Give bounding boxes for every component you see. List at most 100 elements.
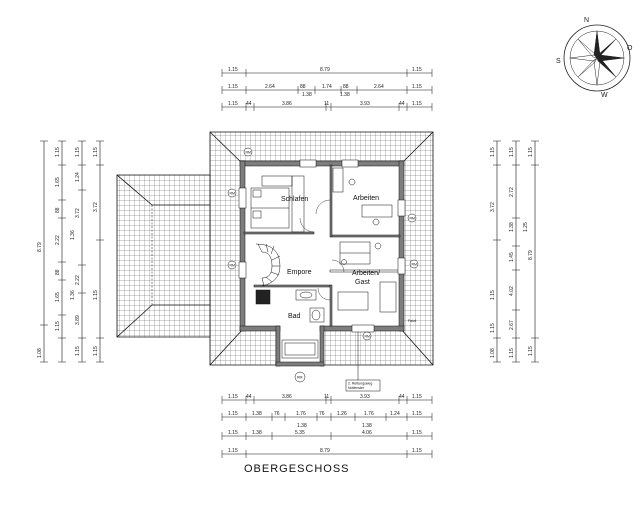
room-label-arbeiten: Arbeiten: [353, 195, 379, 202]
dimension-chains-top: [221, 69, 433, 111]
dim-bottom-r3-5: 1.15: [412, 430, 422, 436]
dim-left-c3-7: 3.89: [75, 315, 81, 325]
dim-bottom-r2-5: 76: [319, 411, 325, 417]
desk-gast: [337, 241, 397, 313]
dimension-chains-right: [493, 140, 539, 363]
dim-bottom-r1-4: 11: [324, 394, 329, 400]
room-label-arbeiten-gast-1: Arbeiten/: [352, 270, 380, 277]
dim-right-c1-1: 1.15: [490, 147, 496, 157]
escape-note: [345, 332, 381, 392]
dim-top-r2-sub-2: 1.38: [340, 92, 350, 98]
dimension-chains-left: [40, 140, 104, 363]
room-label-arbeiten-gast-2: Gast: [355, 279, 370, 286]
dim-left-c2-8: 1.08: [37, 348, 43, 358]
dim-bottom-r4-2: 8.79: [320, 448, 330, 454]
rm-label-5: RM: [412, 263, 418, 267]
dim-bottom-r1-5: 3.93: [360, 394, 370, 400]
dim-bottom-r3-1: 1.15: [228, 430, 238, 436]
escape-note-line-1: 2. Rettungsweg: [348, 382, 372, 386]
dim-top-r3-5: 3.93: [360, 101, 370, 107]
dim-bottom-r1-2: 44: [246, 394, 252, 400]
dim-right-c1-2: 3.72: [490, 202, 496, 212]
compass-n-label: N: [584, 17, 589, 24]
dim-top-r3-2: 44: [246, 101, 252, 107]
dim-top-r2-4: 1.74: [322, 84, 332, 90]
openings: [238, 159, 406, 333]
drawing-title: OBERGESCHOSS: [244, 463, 350, 475]
dim-bottom-r2-4: 1.76: [296, 411, 306, 417]
rm-label-6: RM: [365, 335, 371, 339]
staircase: [255, 243, 281, 287]
dimension-chains-bottom: [221, 396, 433, 458]
rm-label-3: RM: [230, 264, 236, 268]
door-swings: [299, 199, 345, 301]
dim-left-c3-2: 1.24: [75, 172, 81, 182]
bed-schlafen: [250, 175, 305, 233]
dim-right-c2-1: 1.15: [509, 147, 515, 157]
dim-right-c1-4: 1.15: [490, 323, 496, 333]
dim-left-overall: 8.79: [37, 242, 43, 252]
rm-label-1: RM: [246, 151, 252, 155]
dim-bottom-r2-8: 1.24: [390, 411, 400, 417]
dim-right-c1-5: 1.08: [490, 348, 496, 358]
compass-ring: [563, 24, 631, 92]
dim-right-c2-2: 2.72: [509, 187, 515, 197]
dim-right-c3-3: 8.79: [528, 250, 534, 260]
dim-bottom-r2-3: 76: [274, 411, 280, 417]
dim-left-c4-3: 1.15: [93, 290, 99, 300]
dim-bottom-r1-1: 1.15: [228, 394, 238, 400]
dim-right-c2-3: 1.38: [509, 222, 515, 232]
dim-left-c2-6: 1.65: [55, 292, 61, 302]
dim-left-c2-5: 88: [55, 269, 61, 275]
dim-left-c2-3: 88: [55, 207, 61, 213]
rm-label-2: RM: [230, 192, 236, 196]
dim-right-c3-1: 1.15: [528, 147, 534, 157]
dim-right-c2-4: 1.45: [509, 252, 515, 262]
dim-right-c3-2: 1.25: [523, 222, 529, 232]
dim-right-c2-6: 2.67: [509, 320, 515, 330]
compass-w-label: W: [601, 92, 608, 99]
dim-bottom-r2-7: 1.76: [364, 411, 374, 417]
compass-o-label: O: [627, 45, 633, 52]
dim-left-c4-4: 1.15: [93, 346, 99, 356]
dim-bottom-r3-3: 5.35: [295, 430, 305, 436]
dim-left-c3-1: 1.15: [75, 147, 81, 157]
compass-rose: N O W S: [556, 17, 633, 99]
dim-right-c2-7: 1.15: [509, 348, 515, 358]
dim-top-r2-sub-1: 1.38: [302, 92, 312, 98]
dimension-labels-left: 8.79 1.15 1.65 88 2.22 88 1.65 1.15 1.08…: [37, 147, 99, 358]
rm-label-4: RM: [410, 217, 416, 221]
dim-top-r2-7: 1.15: [412, 84, 422, 90]
dim-bottom-r2-sub-1: 1.38: [297, 423, 307, 429]
dim-left-c2-4: 2.22: [55, 235, 61, 245]
dim-top-r3-7: 1.15: [412, 101, 422, 107]
dim-bottom-r2-1: 1.15: [228, 411, 238, 417]
dim-bottom-r3-4: 4.06: [362, 430, 372, 436]
dim-bottom-r2-2: 1.38: [252, 411, 262, 417]
dim-top-r2-2: 2.64: [265, 84, 275, 90]
bath-fixtures: [255, 289, 325, 359]
dim-top-r2-5: 88: [343, 84, 349, 90]
dim-right-c2-5: 4.02: [509, 286, 515, 296]
rm-markers: [227, 147, 419, 383]
dim-bottom-r4-3: 1.15: [412, 448, 422, 454]
room-label-empore: Empore: [287, 269, 312, 276]
dim-left-c3-8: 1.15: [75, 346, 81, 356]
dim-top-r2-3: 88: [300, 84, 306, 90]
dim-top-3: 1.15: [412, 67, 422, 73]
dim-bottom-r3-2: 1.38: [252, 430, 262, 436]
escape-note-line-2: Notfenster: [348, 386, 365, 390]
dim-top-1: 1.15: [228, 67, 238, 73]
dim-top-r3-6: 44: [399, 101, 405, 107]
compass-s-label: S: [556, 58, 561, 65]
dim-bottom-r1-3: 3.86: [282, 394, 292, 400]
room-label-schlafen: Schlafen: [281, 196, 308, 203]
roof-left-wing: [116, 174, 211, 338]
room-label-bad: Bad: [288, 313, 301, 320]
dim-left-c3-3: 3.72: [75, 208, 81, 218]
dim-left-c3-5: 2.22: [75, 275, 81, 285]
dim-left-c3-6: 1.36: [70, 290, 76, 300]
compass-star-icon: [569, 30, 625, 86]
dim-left-c4-2: 3.72: [93, 202, 99, 212]
